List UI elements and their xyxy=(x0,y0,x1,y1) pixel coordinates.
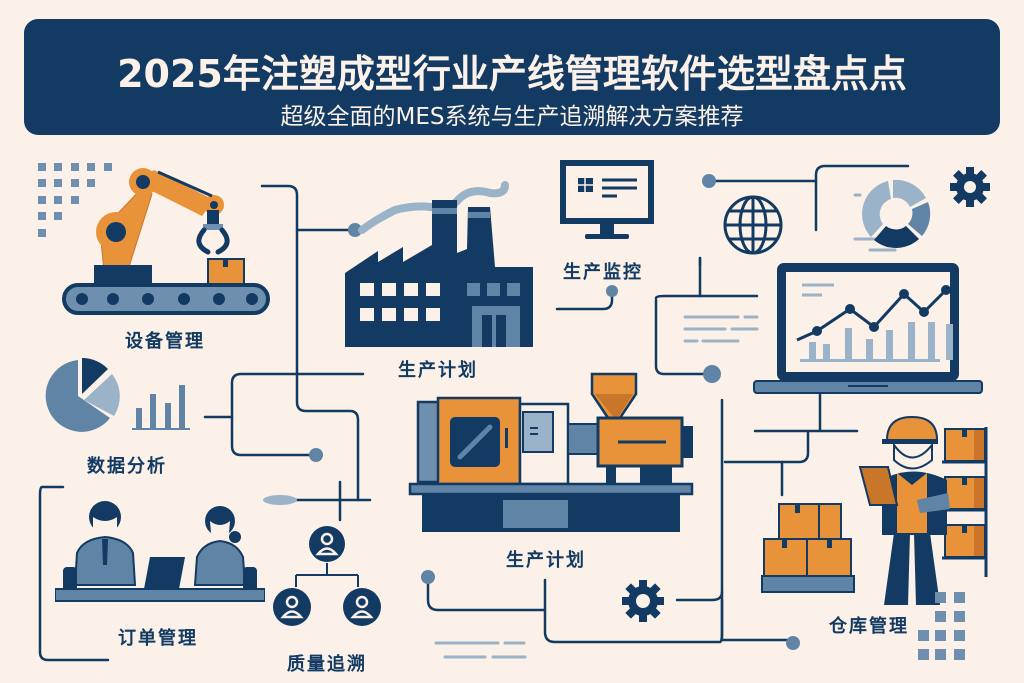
org-tree-icon xyxy=(273,526,381,626)
label-equipment-management: 设备管理 xyxy=(125,331,205,352)
factory-icon xyxy=(345,181,533,347)
gear-icon-top-right[interactable] xyxy=(948,165,992,209)
header-banner: 2025年注塑成型行业产线管理软件选型盘点点 超级全面的MES系统与生产追溯解决… xyxy=(24,19,1000,135)
robot-arm-conveyor-icon xyxy=(62,168,270,315)
donut-chart-icon xyxy=(862,179,931,249)
monitor-icon xyxy=(560,160,654,239)
business-meeting-icon xyxy=(55,501,265,602)
pie-bar-chart-icon xyxy=(45,358,190,432)
label-production-planning-machine: 生产计划 xyxy=(506,550,586,571)
pixel-decor-bottom-right xyxy=(918,592,965,660)
label-data-analysis: 数据分析 xyxy=(87,456,167,477)
gear-icon[interactable] xyxy=(620,578,666,624)
label-production-monitoring: 生产监控 xyxy=(563,262,643,283)
label-order-management: 订单管理 xyxy=(118,628,198,649)
injection-molding-machine-icon xyxy=(408,372,694,532)
label-quality-traceability: 质量追溯 xyxy=(287,654,367,675)
page-title: 2025年注塑成型行业产线管理软件选型盘点点 xyxy=(117,52,907,96)
label-warehouse-management: 仓库管理 xyxy=(829,616,909,637)
label-production-planning-factory: 生产计划 xyxy=(398,360,478,381)
page-subtitle: 超级全面的MES系统与生产追溯解决方案推荐 xyxy=(280,104,744,130)
globe-icon xyxy=(723,195,783,255)
warehouse-worker-icon xyxy=(761,415,988,605)
laptop-line-chart-icon xyxy=(753,263,983,394)
pixel-decor-top-left xyxy=(38,163,112,237)
